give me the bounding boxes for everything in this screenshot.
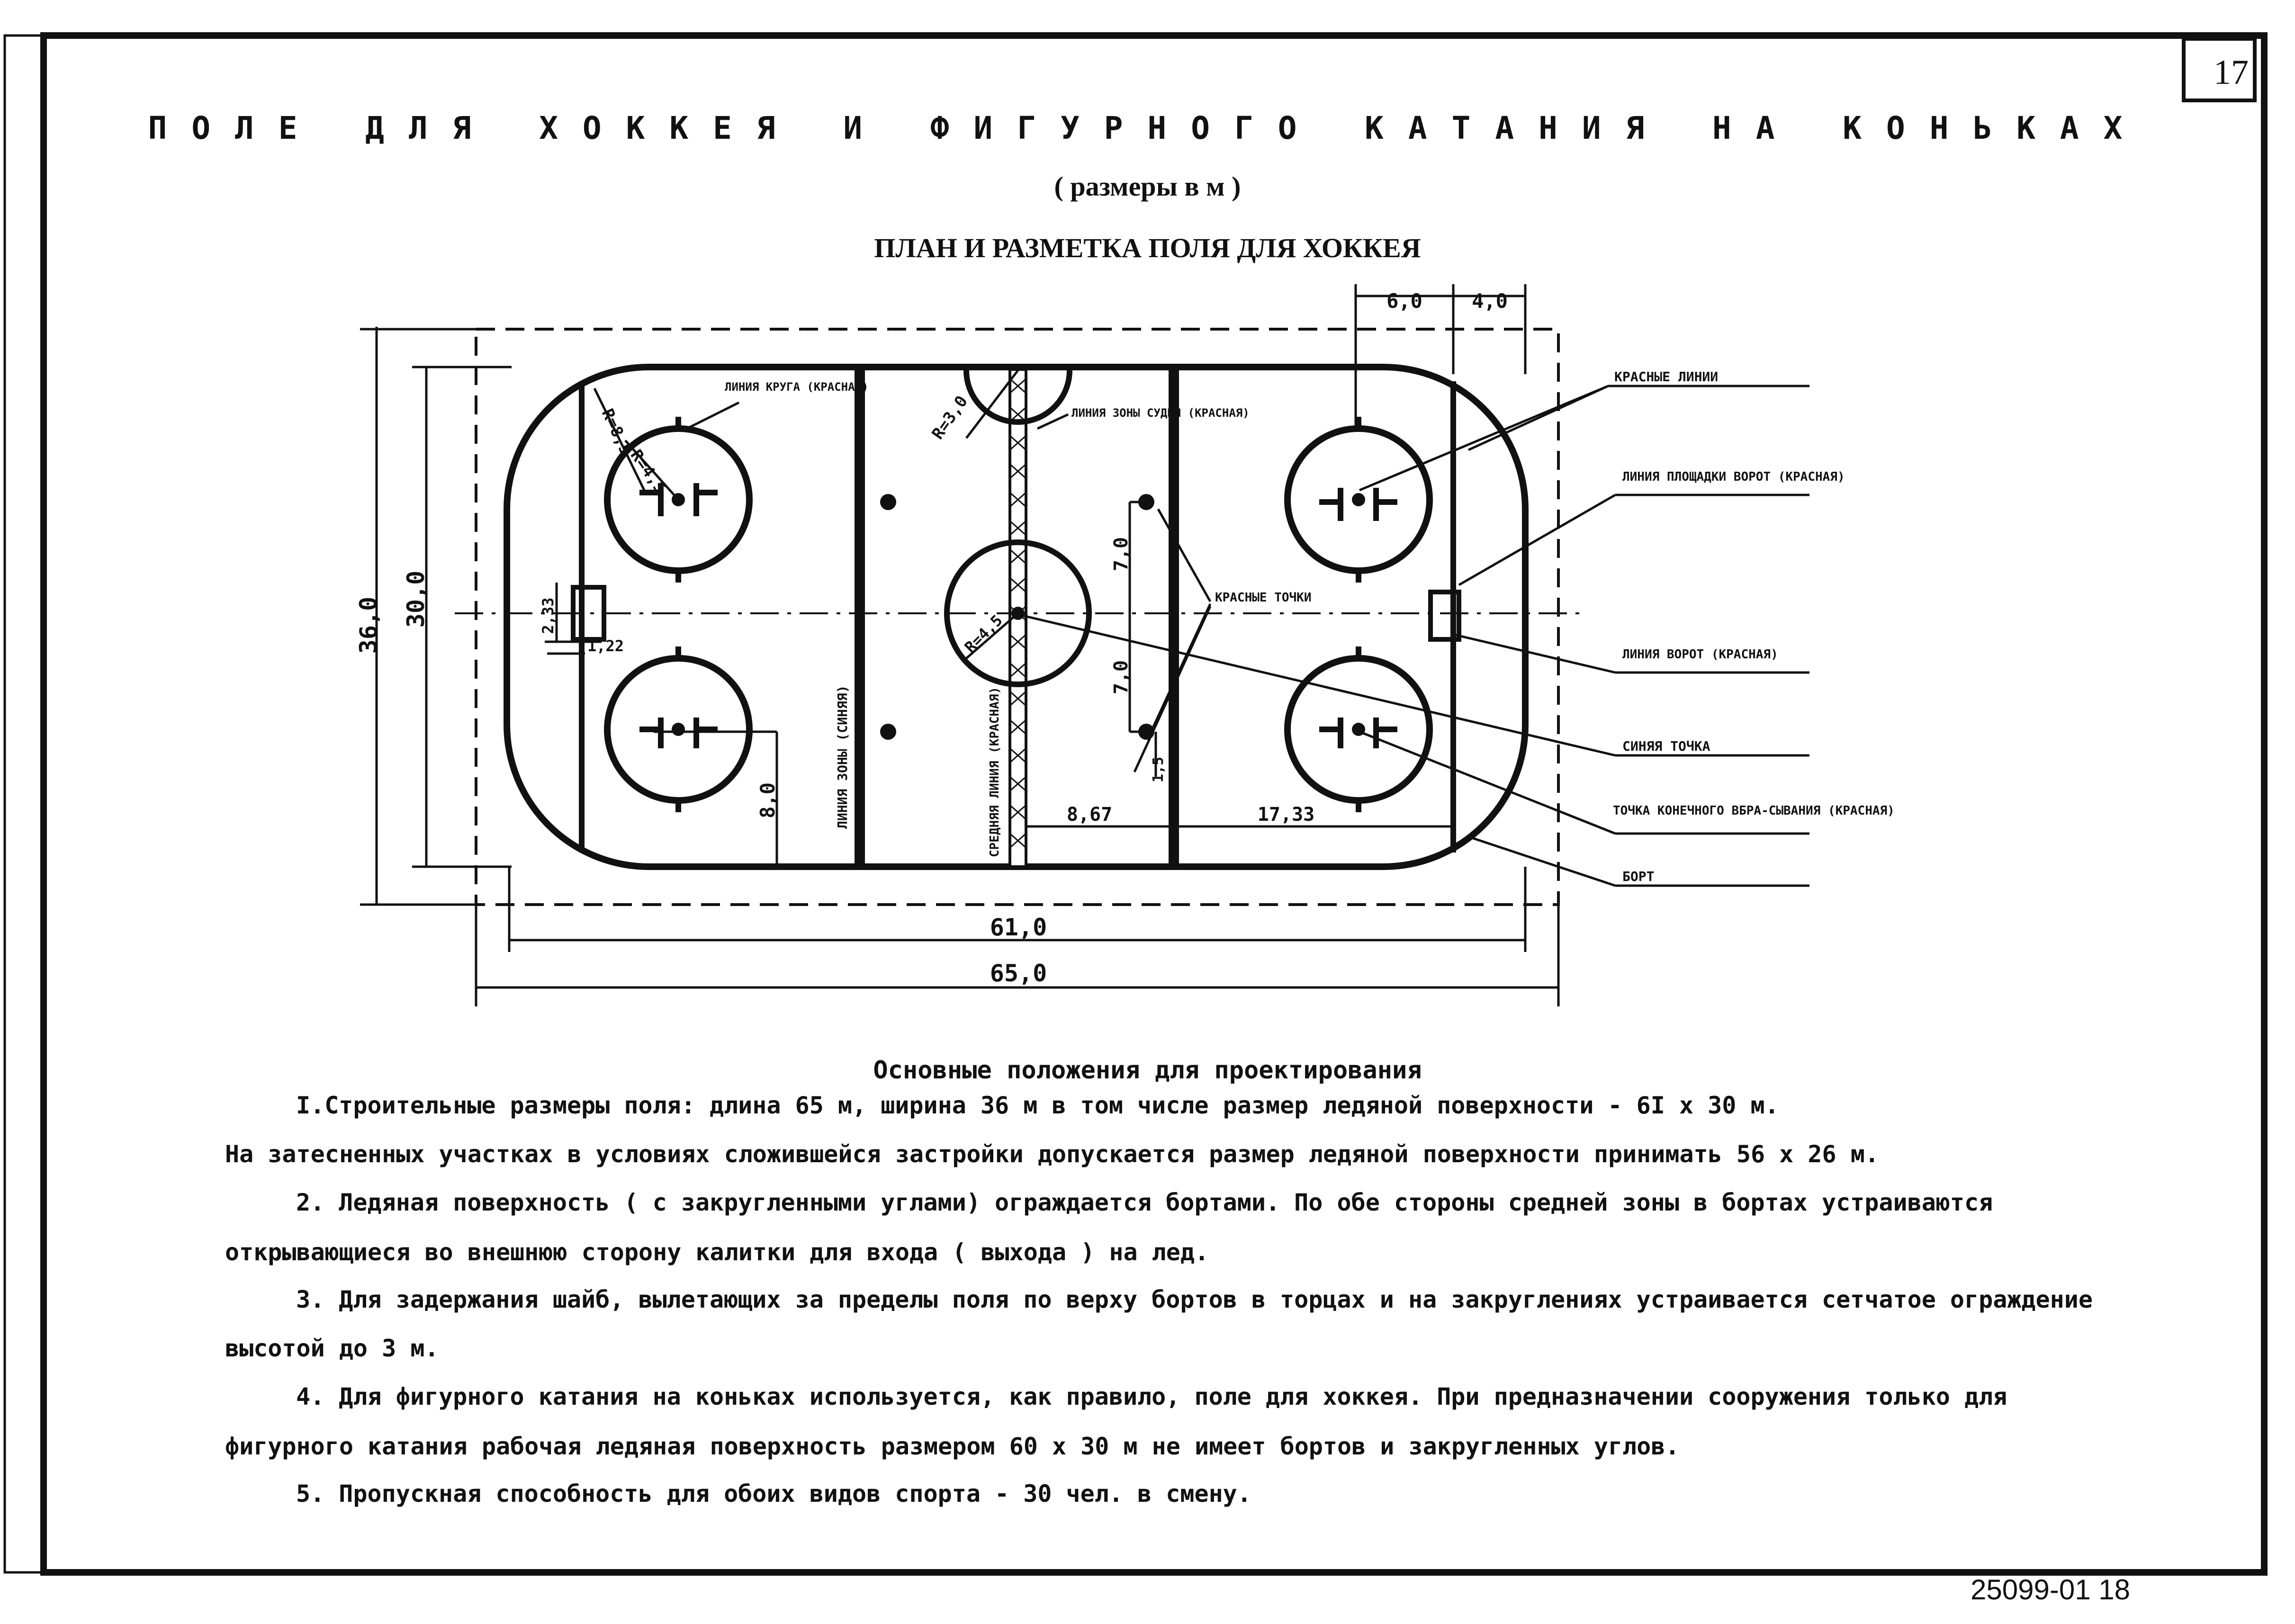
neutral-spot-left-bottom bbox=[880, 724, 896, 740]
label-center-line: СРЕДНЯЯ ЛИНИЯ (КРАСНАЯ) bbox=[988, 687, 1002, 857]
center-circle bbox=[944, 539, 1092, 687]
note-line-8: фигурного катания рабочая ледяная поверх… bbox=[225, 1433, 1680, 1460]
page-number: 17 bbox=[2214, 53, 2249, 92]
dim-blue-goal: 17,33 bbox=[1258, 804, 1314, 825]
note-line-6: высотой до 3 м. bbox=[225, 1335, 439, 1362]
center-line-hatch bbox=[1009, 378, 1026, 849]
label-red-spots: КРАСНЫЕ ТОЧКИ bbox=[1215, 591, 1312, 605]
dim-spot-offset-a: 7,0 bbox=[1110, 537, 1132, 571]
dim-corner-radius: R=8,5 bbox=[598, 406, 636, 458]
dim-right-top-a: 6,0 bbox=[1386, 289, 1422, 313]
legend-blue-spot: СИНЯЯ ТОЧКА bbox=[1622, 738, 1710, 754]
label-leaders bbox=[686, 401, 1212, 773]
dim-goal-width: 2,33 bbox=[539, 597, 557, 634]
faceoff-circle-left-bottom bbox=[604, 646, 753, 812]
faceoff-circle-right-bottom bbox=[1284, 646, 1433, 812]
dim-ice-length: 61,0 bbox=[990, 914, 1047, 941]
note-line-2: На затесненных участках в условиях сложи… bbox=[225, 1140, 1879, 1168]
dimension-lines-left bbox=[360, 327, 778, 906]
note-line-5: 3. Для задержания шайб, вылетающих за пр… bbox=[296, 1286, 2093, 1313]
sheet-subtitle: ( размеры в м ) bbox=[1054, 171, 1241, 202]
dim-center-blue: 8,67 bbox=[1067, 804, 1112, 825]
dim-right-top-b: 4,0 bbox=[1472, 289, 1508, 313]
dim-referee-radius: R=3,0 bbox=[928, 392, 972, 443]
dim-outer-width: 36,0 bbox=[355, 597, 382, 654]
note-line-7: 4. Для фигурного катания на коньках испо… bbox=[296, 1383, 2007, 1410]
legend-goal-line: ЛИНИЯ ВОРОТ (КРАСНАЯ) bbox=[1622, 647, 1778, 662]
legend-boards: БОРТ bbox=[1622, 869, 1654, 884]
document-number: 25099-01 18 bbox=[1971, 1574, 2130, 1606]
note-line-1: I.Строительные размеры поля: длина 65 м,… bbox=[296, 1092, 1779, 1119]
radius-leaders bbox=[593, 369, 1019, 659]
inner-frame bbox=[40, 32, 2268, 1576]
note-line-3: 2. Ледяная поверхность ( с закругленными… bbox=[296, 1189, 1993, 1216]
notes-heading: Основные положения для проектирования bbox=[873, 1056, 1422, 1085]
legend-red-lines: КРАСНЫЕ ЛИНИИ bbox=[1614, 369, 1718, 385]
page-number-box bbox=[2182, 37, 2257, 102]
dimension-lines-top-right bbox=[1354, 284, 1527, 426]
dim-center-radius: R=4,5 bbox=[961, 611, 1006, 656]
note-line-4: открывающиеся во внешнюю сторону калитки… bbox=[225, 1238, 1209, 1266]
dimension-lines-spots bbox=[1128, 501, 1175, 777]
dim-outer-length: 65,0 bbox=[990, 960, 1047, 987]
label-referee-zone: ЛИНИЯ ЗОНЫ СУДЬИ (КРАСНАЯ) bbox=[1071, 406, 1250, 420]
dim-faceoff-offset: 8,0 bbox=[756, 782, 779, 818]
neutral-spot-left-top bbox=[880, 494, 896, 510]
dim-ice-width: 30,0 bbox=[402, 571, 430, 628]
dim-spot-offset-b: 7,0 bbox=[1110, 660, 1132, 694]
note-line-9: 5. Пропускная способность для обоих видо… bbox=[296, 1480, 1251, 1507]
label-zone-line: ЛИНИЯ ЗОНЫ (СИНЯЯ) bbox=[835, 685, 850, 829]
legend-end-faceoff-spot: ТОЧКА КОНЕЧНОГО ВБРА-СЫВАНИЯ (КРАСНАЯ) bbox=[1613, 804, 1895, 818]
dim-goal-depth: 1,22 bbox=[587, 637, 624, 655]
label-faceoff-circle-line: ЛИНИЯ КРУГА (КРАСНАЯ) bbox=[725, 380, 868, 394]
goal-left bbox=[571, 585, 606, 642]
dim-circle-radius: R=4,5 bbox=[627, 446, 670, 497]
legend-leaders bbox=[1023, 385, 1809, 887]
dimension-lines-bottom bbox=[475, 825, 1560, 1006]
dim-spot-from-line: 1,5 bbox=[1150, 757, 1167, 782]
field-outer-boundary bbox=[475, 328, 1560, 906]
sheet-title: ПОЛЕ ДЛЯ ХОККЕЯ И ФИГУРНОГО КАТАНИЯ НА К… bbox=[148, 110, 2147, 146]
faceoff-circle-left-top bbox=[604, 417, 753, 583]
plan-title: ПЛАН И РАЗМЕТКА ПОЛЯ ДЛЯ ХОККЕЯ bbox=[874, 233, 1421, 263]
legend-goal-crease-line: ЛИНИЯ ПЛОЩАДКИ ВОРОТ (КРАСНАЯ) bbox=[1622, 470, 1845, 484]
referee-crease bbox=[963, 370, 1072, 425]
goal-right bbox=[1428, 590, 1461, 642]
faceoff-circle-right-top bbox=[1284, 417, 1433, 583]
